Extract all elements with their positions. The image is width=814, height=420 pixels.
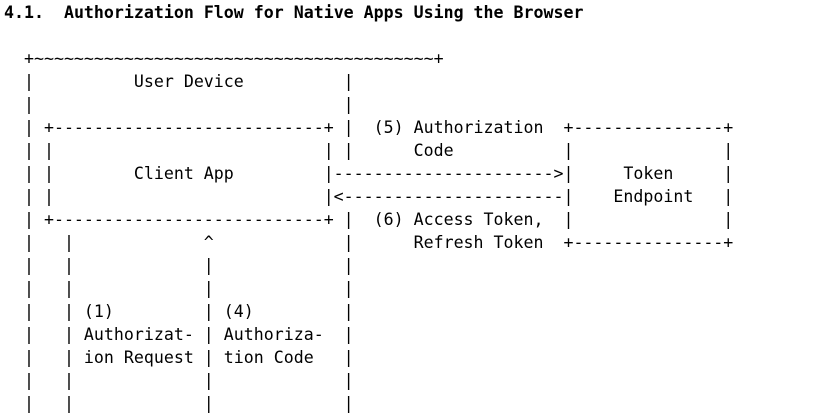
diagram-line: | | — [4, 95, 354, 114]
diagram-line: | | ion Request | tion Code | — [4, 348, 354, 367]
diagram-line: +~~~~~~~~~~~~~~~~~~~~~~~~~~~~~~~~~~~~~~~… — [4, 49, 444, 68]
diagram-line: | User Device | — [4, 72, 354, 91]
diagram-line: | | (1) | (4) | — [4, 302, 354, 321]
diagram-line: | | Client App |---------------------->|… — [4, 164, 734, 183]
section-number: 4.1. — [4, 3, 44, 22]
diagram-line: | +---------------------------+ | (6) Ac… — [4, 210, 734, 229]
diagram-line: | | |<----------------------| Endpoint | — [4, 187, 734, 206]
diagram-line: | | | | — [4, 256, 354, 275]
section-heading: 4.1. Authorization Flow for Native Apps … — [4, 1, 583, 24]
diagram-line: | | ^ | Refresh Token +---------------+ — [4, 233, 734, 252]
diagram-line: | | | | — [4, 394, 354, 413]
ascii-flow-diagram: +~~~~~~~~~~~~~~~~~~~~~~~~~~~~~~~~~~~~~~~… — [4, 47, 733, 415]
diagram-line: | | Authorizat- | Authoriza- | — [4, 325, 354, 344]
diagram-line: | | | | — [4, 371, 354, 390]
diagram-line: | | | | — [4, 279, 354, 298]
section-title: Authorization Flow for Native Apps Using… — [63, 3, 584, 22]
diagram-line: | | | | Code | | — [4, 141, 734, 160]
diagram-line: | +---------------------------+ | (5) Au… — [4, 118, 734, 137]
